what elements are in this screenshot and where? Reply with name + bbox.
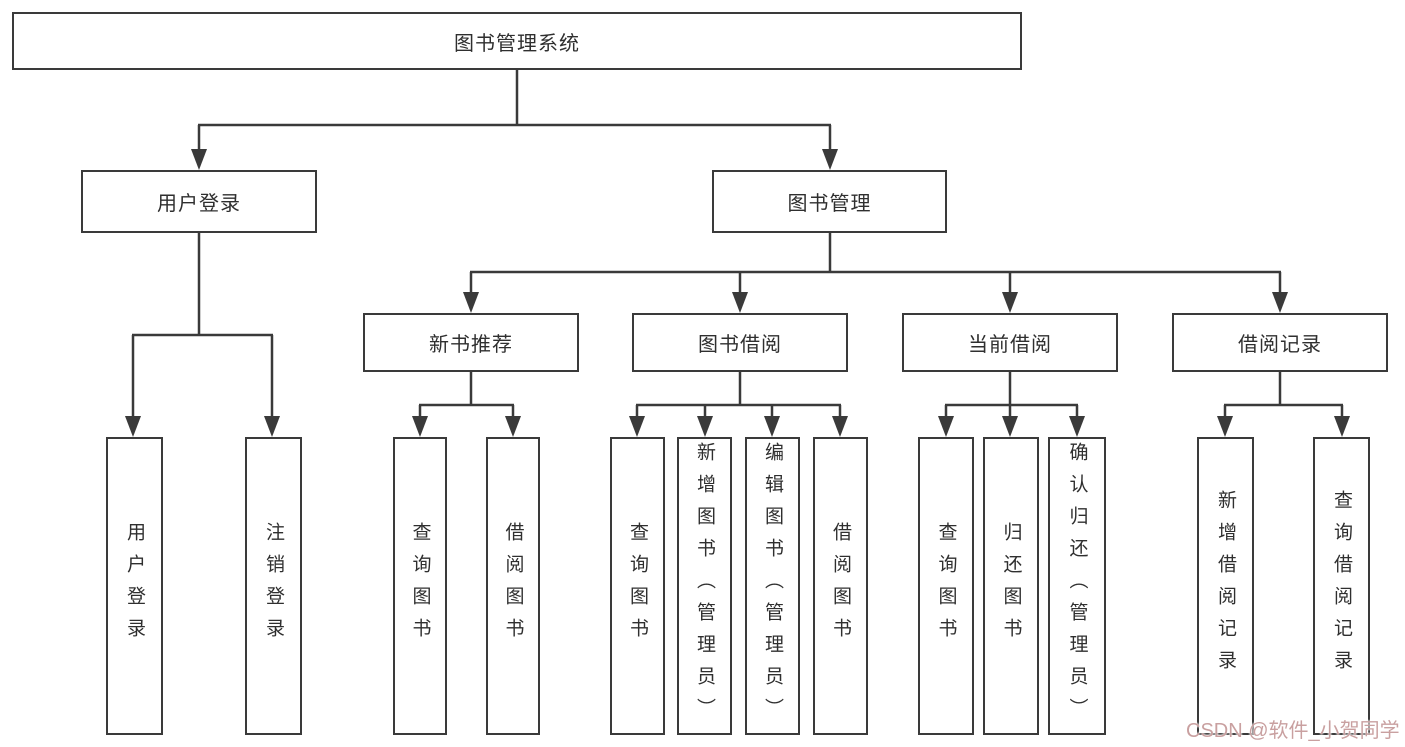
arrow-head-icon [732, 292, 748, 313]
arrow-head-icon [764, 416, 780, 437]
node-user-login: 用户登录 [81, 170, 317, 233]
arrow-head-icon [629, 416, 645, 437]
node-label: 确认归还（管理员） [1066, 442, 1088, 730]
leaf-logout: 注销登录 [245, 437, 302, 735]
connector-book-borrow-group [635, 372, 842, 419]
leaf-edit-books-admin: 编辑图书（管理员） [745, 437, 800, 735]
leaf-add-books-admin: 新增图书（管理员） [677, 437, 732, 735]
leaf-borrow-books-recommend: 借阅图书 [486, 437, 540, 735]
arrow-head-icon [505, 416, 521, 437]
node-library-system: 图书管理系统 [12, 12, 1022, 70]
node-label: 图书借阅 [698, 334, 782, 356]
node-label: 图书管理 [787, 193, 872, 215]
arrow-heads [125, 149, 1350, 437]
node-label: 借阅图书 [502, 522, 524, 650]
connector-root-to-level2 [197, 69, 832, 152]
arrow-head-icon [938, 416, 954, 437]
connector-book-management-to-level3 [469, 233, 1282, 295]
leaf-user-login: 用户登录 [106, 437, 163, 735]
node-label: 归还图书 [1000, 522, 1022, 650]
node-book-borrow: 图书借阅 [632, 313, 848, 372]
node-label: 查询图书 [409, 522, 431, 650]
node-label: 查询图书 [627, 522, 648, 650]
connector-borrow-record-group [1223, 372, 1344, 419]
arrow-head-icon [1002, 416, 1018, 437]
connector-lines [131, 69, 1344, 419]
node-label: 用户登录 [157, 193, 241, 215]
node-label: 新增借阅记录 [1215, 490, 1236, 682]
node-label: 图书管理系统 [454, 32, 580, 55]
arrow-head-icon [697, 416, 713, 437]
arrow-head-icon [1217, 416, 1233, 437]
leaf-query-books-recommend: 查询图书 [393, 437, 447, 735]
leaf-confirm-return-admin: 确认归还（管理员） [1048, 437, 1106, 735]
node-book-management: 图书管理 [712, 170, 947, 233]
arrow-head-icon [832, 416, 848, 437]
leaf-return-books: 归还图书 [983, 437, 1039, 735]
arrow-head-icon [412, 416, 428, 437]
node-label: 查询借阅记录 [1331, 490, 1352, 682]
arrow-head-icon [1069, 416, 1085, 437]
arrow-head-icon [822, 149, 838, 170]
node-new-book-recommend: 新书推荐 [363, 313, 579, 372]
leaf-add-borrow-record: 新增借阅记录 [1197, 437, 1254, 735]
arrow-head-icon [1334, 416, 1350, 437]
connector-new-book-group [418, 372, 515, 419]
node-label: 借阅记录 [1238, 334, 1322, 356]
node-borrow-records: 借阅记录 [1172, 313, 1388, 372]
connector-current-borrow-group [944, 372, 1079, 419]
node-label: 新增图书（管理员） [694, 442, 715, 730]
arrow-head-icon [1002, 292, 1018, 313]
leaf-borrow-books: 借阅图书 [813, 437, 868, 735]
node-label: 注销登录 [263, 522, 284, 650]
node-label: 新书推荐 [429, 334, 513, 356]
arrow-head-icon [463, 292, 479, 313]
node-label: 借阅图书 [830, 522, 851, 650]
node-label: 用户登录 [124, 522, 145, 650]
node-label: 编辑图书（管理员） [762, 442, 783, 730]
arrow-head-icon [191, 149, 207, 170]
leaf-query-books-borrow: 查询图书 [610, 437, 665, 735]
node-label: 查询图书 [935, 522, 957, 650]
leaf-query-books-current: 查询图书 [918, 437, 974, 735]
node-current-borrow: 当前借阅 [902, 313, 1118, 372]
arrow-head-icon [264, 416, 280, 437]
leaf-query-borrow-record: 查询借阅记录 [1313, 437, 1370, 735]
node-label: 当前借阅 [968, 334, 1052, 356]
arrow-head-icon [1272, 292, 1288, 313]
connector-user-login-to-leaves [131, 233, 274, 419]
csdn-watermark: CSDN @软件_小贺同学 [1186, 720, 1400, 742]
arrow-head-icon [125, 416, 141, 437]
